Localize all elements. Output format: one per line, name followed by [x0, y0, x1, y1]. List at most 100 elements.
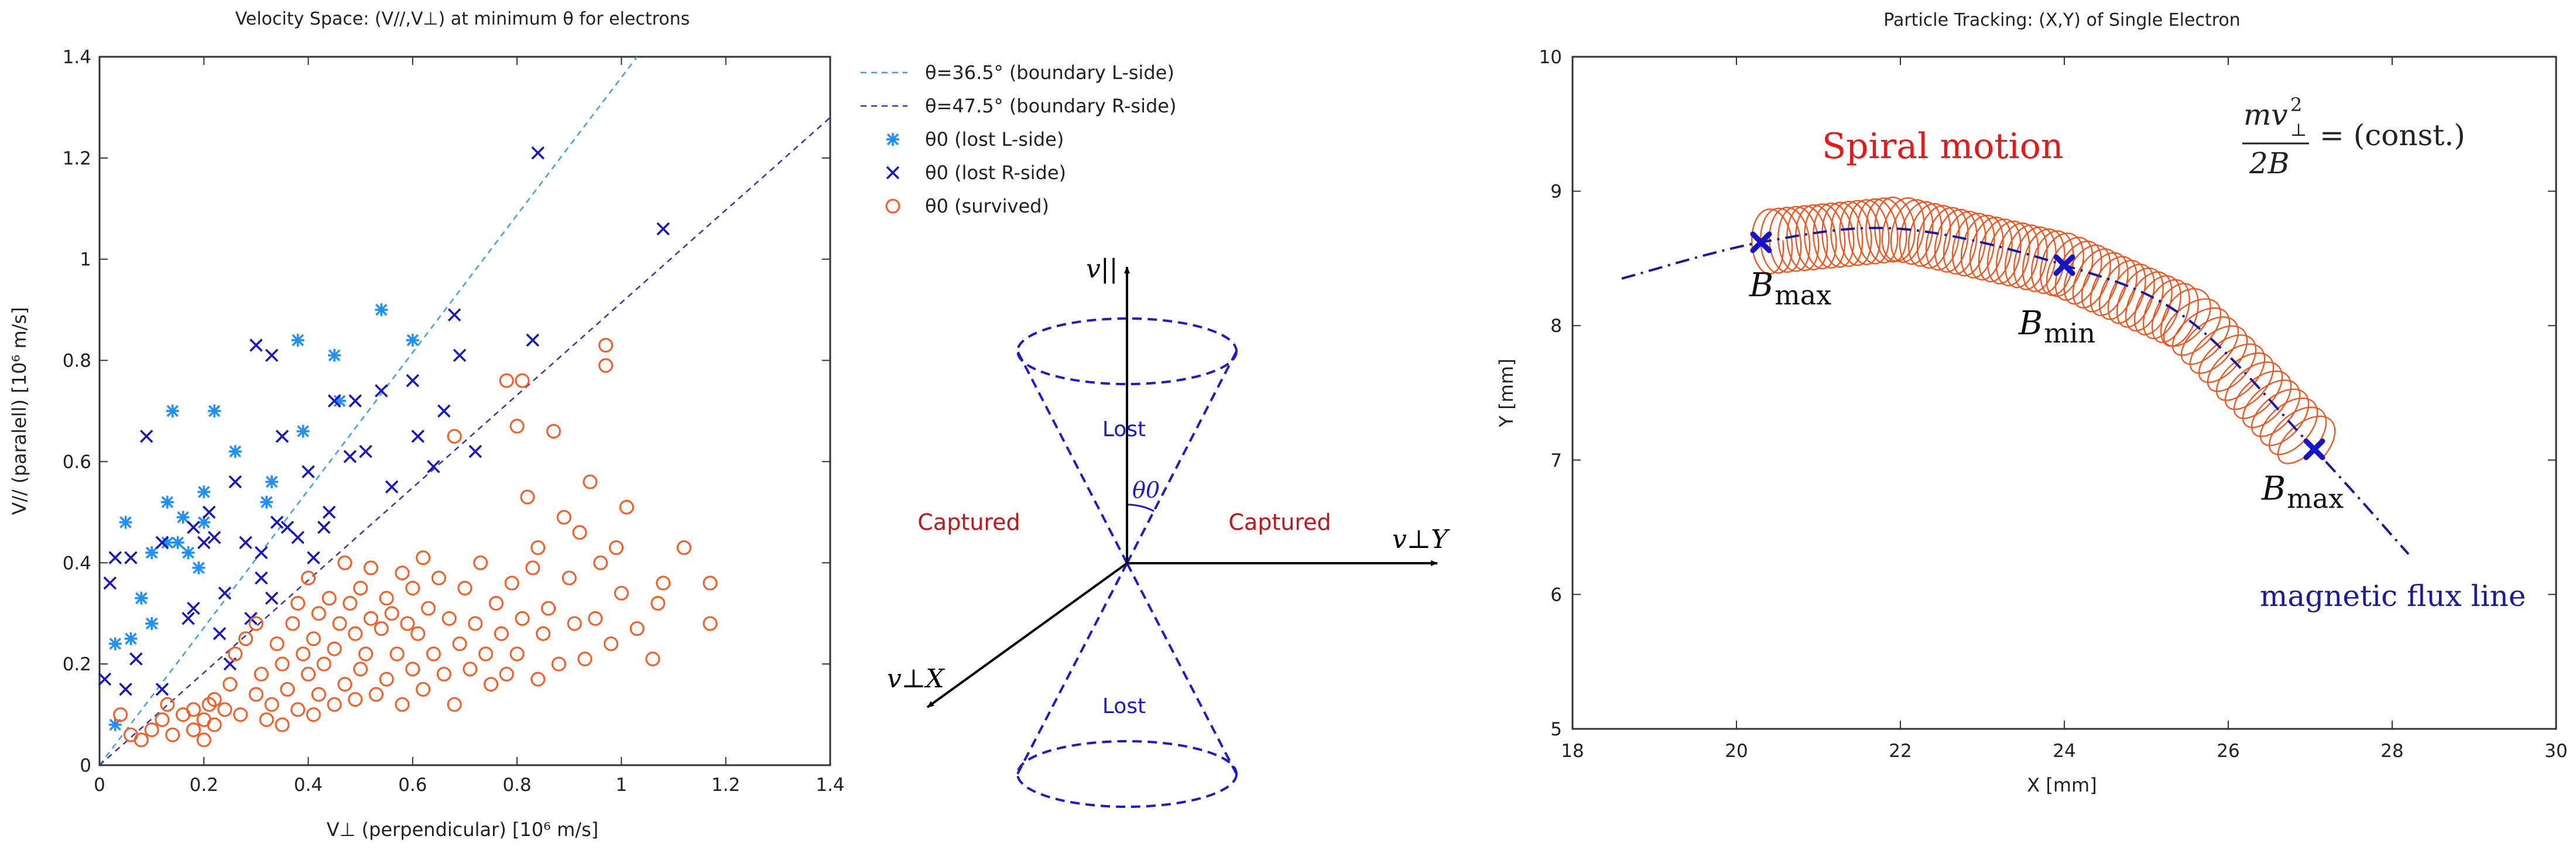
field-marker-cross [2303, 438, 2325, 460]
legend-marker-swatch [886, 166, 900, 180]
chart-1-point [551, 656, 566, 672]
chart-1-point [119, 683, 132, 696]
legend-entry-label: θ0 (lost L-side) [925, 128, 1064, 150]
chart-1-point [160, 697, 175, 712]
chart-1-point [453, 348, 467, 362]
chart-1-point [468, 616, 483, 631]
chart-1-point [384, 606, 399, 621]
captured-left-label: Captured [917, 509, 1020, 535]
chart-1-point [290, 595, 306, 611]
chart-1-point [108, 551, 122, 564]
chart-1-point [577, 652, 592, 666]
chart-1-point [437, 404, 451, 418]
chart-1-point [426, 646, 441, 662]
legend-marker-swatch [885, 198, 900, 214]
chart-1-point [515, 373, 530, 388]
chart-1-point [228, 475, 242, 489]
chart-1-point [328, 348, 341, 362]
chart-1-point [427, 460, 440, 474]
chart-1-point [509, 419, 525, 434]
chart-1-xtick-label: 1.2 [711, 775, 740, 796]
chart-1-point [239, 536, 252, 549]
chart-1-point [139, 429, 153, 443]
chart-1-point [280, 520, 294, 535]
v-perp-x-label: v⊥X [887, 664, 945, 694]
chart-1-point [322, 505, 336, 519]
chart-1-point [255, 546, 268, 560]
chart-1-point [484, 677, 499, 692]
field-marker-label: Bmax [1749, 266, 1831, 311]
chart-1-point [124, 551, 138, 564]
captured-right-label: Captured [1228, 509, 1331, 535]
chart-1-point [494, 626, 509, 641]
chart-1-point [348, 626, 363, 641]
chart-1-point [176, 511, 190, 524]
chart-2-ylabel: Y [mm] [1495, 358, 1517, 427]
cone-lower-rim [1016, 740, 1238, 808]
chart-1-title: Velocity Space: (V//,V⊥) at minimum θ fo… [235, 9, 690, 29]
chart-1-point [645, 652, 660, 666]
chart-2-ytick-label: 10 [1539, 47, 1562, 68]
chart-1-ytick-label: 1.4 [63, 47, 91, 68]
v-perp-y-label: v⊥Y [1392, 525, 1450, 554]
chart-1-point [275, 656, 290, 672]
chart-1-point [515, 611, 530, 626]
chart-2-ytick-label: 8 [1550, 316, 1562, 337]
chart-1-point [703, 575, 718, 591]
chart-2-xlabel: X [mm] [2027, 774, 2097, 796]
chart-1-point [509, 646, 525, 662]
theta-label: θ0 [1132, 477, 1160, 503]
chart-1-point [395, 697, 410, 712]
chart-1-point [238, 631, 254, 646]
chart-1-point [197, 516, 211, 529]
theta-angle-arc [1126, 503, 1155, 512]
chart-1-point [327, 641, 342, 656]
formula-numerator: mv [2243, 98, 2288, 132]
chart-1-point [301, 570, 316, 585]
field-marker-cross [1750, 231, 1772, 253]
chart-1-point [181, 612, 195, 625]
chart-1-ytick-label: 0.4 [63, 553, 91, 574]
chart-1-point [259, 712, 274, 727]
chart-1-point [108, 718, 122, 731]
chart-1-point [255, 571, 268, 585]
chart-2-ytick-label: 5 [1550, 719, 1562, 740]
lost-top-label: Lost [1102, 417, 1146, 441]
chart-2-ytick-label: 9 [1550, 181, 1562, 203]
chart-2-title: Particle Tracking: (X,Y) of Single Elect… [1883, 10, 2241, 30]
chart-1-point [368, 687, 383, 702]
chart-1-point [406, 374, 420, 388]
chart-1-point [447, 697, 462, 712]
chart-1-point [155, 712, 170, 727]
chart-1-point [192, 561, 205, 574]
chart-1-ytick-label: 0.6 [63, 451, 91, 472]
chart-1-point [265, 591, 279, 605]
chart-1-point [124, 632, 138, 645]
chart-2-xtick-label: 22 [1889, 741, 1912, 762]
chart-1-ylabel: V// (paralell) [10⁶ m/s] [8, 307, 30, 515]
chart-1-point [541, 601, 556, 616]
flux-line-label: magnetic flux line [2260, 579, 2526, 613]
chart-1-point [364, 560, 379, 575]
chart-1-point [488, 595, 503, 611]
chart-1-point [463, 662, 478, 677]
chart-1-point [207, 530, 221, 544]
chart-1-point [207, 717, 222, 732]
chart-1-point [186, 722, 201, 737]
chart-1-point [311, 606, 326, 621]
chart-1-point [316, 656, 331, 672]
chart-1-point [166, 405, 179, 417]
velocity-space-chart: Velocity Space: (V//,V⊥) at minimum θ fo… [8, 9, 1176, 841]
chart-1-point [228, 646, 243, 662]
chart-1-point [98, 672, 112, 686]
chart-1-point [400, 616, 415, 631]
chart-1-point [248, 687, 263, 702]
chart-2-ytick-label: 6 [1550, 584, 1562, 605]
spiral-motion-label: Spiral motion [1822, 126, 2064, 167]
chart-1-point [129, 652, 143, 666]
chart-1-point [609, 540, 624, 555]
